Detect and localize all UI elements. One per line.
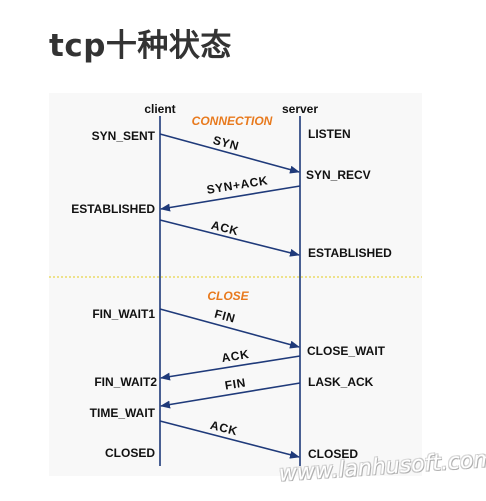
syn-label: SYN bbox=[211, 133, 240, 153]
server-state-syn-recv: SYN_RECV bbox=[306, 168, 371, 182]
syn-arrow bbox=[159, 133, 300, 174]
client-state-time-wait: TIME_WAIT bbox=[90, 406, 156, 420]
ack-label-final: ACK bbox=[209, 418, 239, 438]
client-state-closed: CLOSED bbox=[105, 446, 155, 460]
close-phase-label: CLOSE bbox=[207, 289, 249, 303]
fin-label-client: FIN bbox=[213, 307, 237, 326]
ack-label-handshake: ACK bbox=[210, 218, 240, 238]
server-state-lask-ack: LASK_ACK bbox=[308, 375, 374, 389]
ack-arrow-server bbox=[160, 355, 301, 381]
server-state-closed: CLOSED bbox=[308, 447, 358, 461]
client-column-header: client bbox=[144, 102, 175, 116]
client-state-fin-wait1: FIN_WAIT1 bbox=[92, 307, 155, 321]
client-state-syn-sent: SYN_SENT bbox=[92, 129, 156, 143]
server-state-established: ESTABLISHED bbox=[308, 246, 392, 260]
connection-phase-label: CONNECTION bbox=[192, 114, 273, 128]
syn-ack-arrow bbox=[160, 185, 301, 212]
fin-arrow-server bbox=[160, 382, 301, 409]
server-state-close-wait: CLOSE_WAIT bbox=[307, 344, 386, 358]
diagram-background bbox=[49, 93, 422, 476]
fin-arrow-client bbox=[159, 308, 300, 349]
ack-arrow-final bbox=[159, 420, 300, 459]
server-state-listen: LISTEN bbox=[308, 127, 351, 141]
server-column-header: server bbox=[282, 102, 318, 116]
client-state-fin-wait2: FIN_WAIT2 bbox=[94, 375, 157, 389]
ack-label-server: ACK bbox=[221, 347, 251, 365]
page-title: tcp十种状态 bbox=[49, 28, 232, 64]
client-state-established: ESTABLISHED bbox=[71, 202, 155, 216]
ack-arrow-handshake bbox=[159, 219, 300, 257]
fin-label-server: FIN bbox=[224, 375, 247, 392]
